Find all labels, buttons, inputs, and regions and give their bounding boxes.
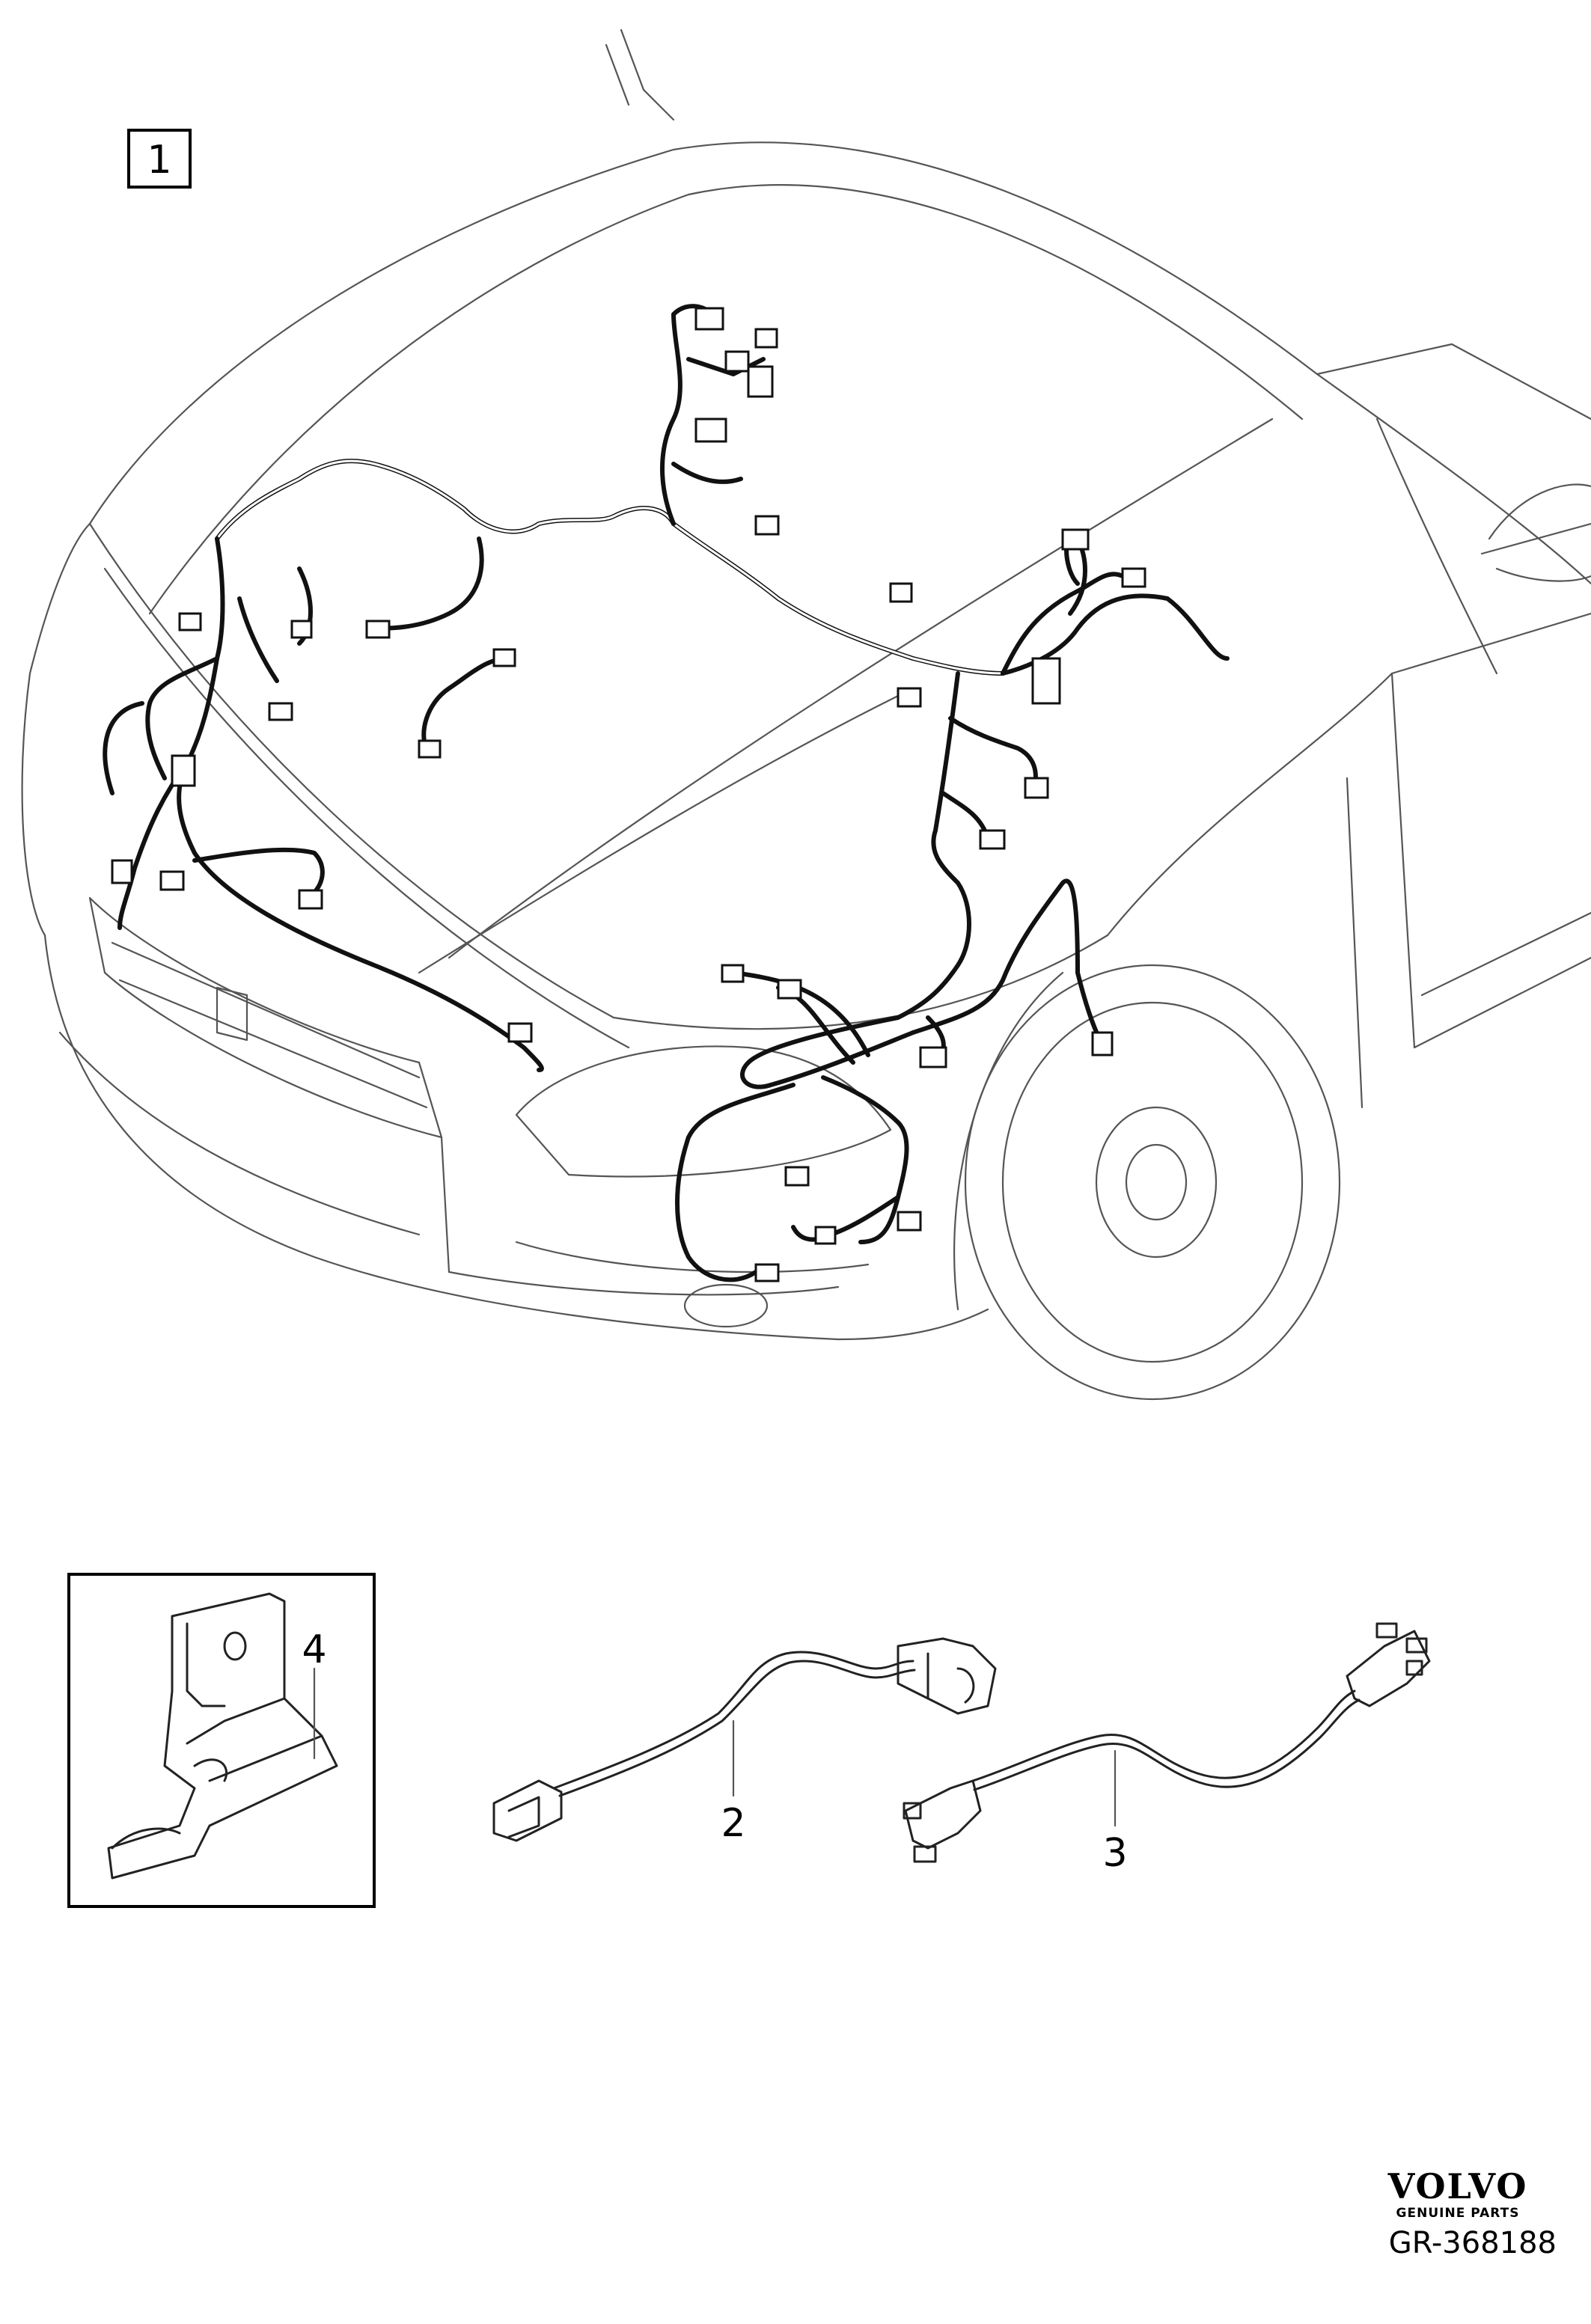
cable-3: 3	[903, 1622, 1431, 1876]
callout-4-label: 4	[302, 1627, 326, 1672]
wiring-harness	[103, 304, 1230, 1282]
car-body-outline	[21, 28, 1591, 1401]
harness-connectors	[111, 307, 1146, 1282]
callout-1-label: 1	[147, 138, 171, 183]
callout-1: 1	[127, 129, 192, 189]
callout-3-label: 3	[1102, 1831, 1127, 1876]
reference-number: GR-368188	[1388, 2226, 1557, 2260]
brand-subtitle: GENUINE PARTS	[1396, 2206, 1520, 2221]
bracket-inset: 4	[67, 1573, 376, 1908]
bracket-part	[107, 1592, 338, 1880]
volvo-logo: VOLVO GENUINE PARTS	[1368, 2168, 1548, 2222]
brand-name: VOLVO	[1387, 2166, 1528, 2207]
cable-2: 2	[492, 1637, 997, 1846]
callout-2-label: 2	[721, 1801, 745, 1846]
